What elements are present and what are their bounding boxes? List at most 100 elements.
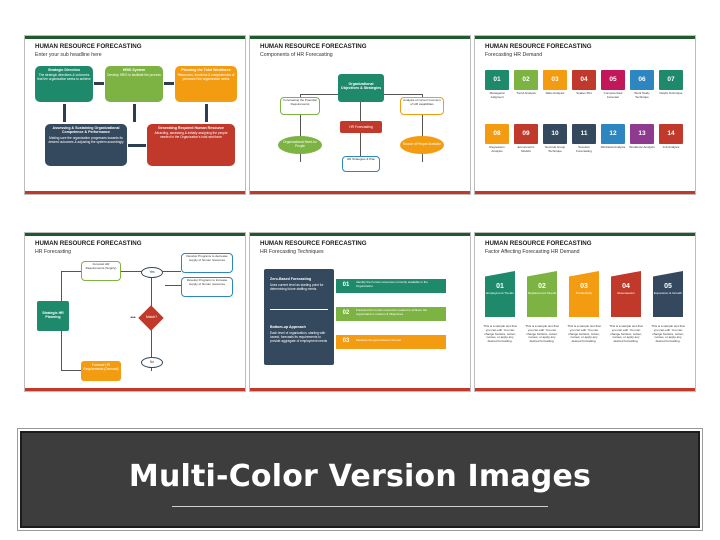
arrow [128, 144, 146, 147]
method-tile: 13 [630, 124, 654, 144]
method-tile: 11 [572, 124, 596, 144]
connector [422, 94, 423, 162]
banner-underline [172, 506, 548, 507]
connector [151, 271, 181, 272]
arrow [133, 104, 136, 122]
slide-title: HUMAN RESOURCE FORECASTING [260, 43, 367, 50]
method-label: Workload Analysis [600, 145, 626, 149]
box-strategic-hr-planning: Strategic HR Planning [37, 301, 69, 331]
factor-label: Employment Trends [486, 291, 514, 295]
slide-title: HUMAN RESOURCE FORECASTING [260, 240, 367, 247]
slide-title: HUMAN RESOURCE FORECASTING [485, 43, 592, 50]
factor-description: This is a sample text that you can edit.… [525, 324, 559, 343]
box-org-objectives: Organizational Objectives & Strategies [338, 74, 384, 102]
box-assessing-competence: Assessing & Sustaining Organizational Co… [45, 124, 127, 166]
slide-thumbnail-2[interactable]: HUMAN RESOURCE FORECASTING Components of… [249, 35, 471, 195]
box-decrease-supply: Develop Programs to decrease supply of h… [181, 253, 233, 273]
box-analysis-inventory: Analysis of current inventory of HR capa… [400, 97, 444, 115]
slide-thumbnail-5[interactable]: HUMAN RESOURCE FORECASTING HR Forecastin… [249, 232, 471, 392]
slide-subtitle: Factor Affecting Forecasting HR Demand [485, 249, 580, 255]
slide-subtitle: Forecasting HR Demand [485, 52, 543, 58]
slide-subtitle: Components of HR Forecasting [260, 52, 333, 58]
method-label: Trend Analysis [516, 91, 536, 95]
method-label: Work Study Technique [634, 91, 650, 99]
method-tile: 10 [543, 124, 567, 144]
connector [360, 98, 361, 170]
method-label: Scatter Plot [576, 91, 592, 95]
factor-description: This is a sample text that you can edit.… [483, 324, 517, 343]
slide-thumbnail-1[interactable]: HUMAN RESOURCE FORECASTING Enter your su… [24, 35, 246, 195]
factor-label: Replacement Needs [527, 291, 557, 295]
connector [61, 271, 97, 272]
method-tile: 14 [659, 124, 683, 144]
method-tile: 12 [601, 124, 625, 144]
technique-item-1: 01 Identify the human resources currentl… [336, 279, 446, 293]
method-tile: 04 [572, 70, 596, 90]
ellipse-no: No [141, 357, 163, 368]
slide-thumbnail-4[interactable]: HUMAN RESOURCE FORECASTING HR Forecastin… [24, 232, 246, 392]
arrow [94, 82, 104, 85]
method-tile: 07 [659, 70, 683, 90]
slide-title: HUMAN RESOURCE FORECASTING [35, 240, 142, 247]
version-banner: Multi-Color Version Images [17, 428, 703, 531]
technique-item-2: 02 Forecast the human resources needed t… [336, 307, 446, 321]
ellipse-source-people: Source of People Available [400, 136, 444, 154]
method-label: Managerial Judgment [489, 91, 505, 99]
method-label: Scenario Forecasting [576, 145, 592, 153]
decision-label: Match? [145, 315, 158, 319]
technique-item-3: 03 Measure the gap between the two [336, 335, 446, 349]
method-label: Ratio Analysis [545, 91, 565, 95]
method-tile: 05 [601, 70, 625, 90]
connector [61, 370, 97, 371]
factor-number: 01 [496, 283, 504, 290]
box-hr-forecasting: HR Forecasting [340, 121, 382, 133]
arrow [205, 104, 208, 122]
method-tile: 08 [485, 124, 509, 144]
banner-title: Multi-Color Version Images [128, 459, 592, 494]
method-tile: 09 [514, 124, 538, 144]
factor-number: 03 [580, 283, 588, 290]
arrow [63, 104, 66, 122]
slide-thumbnail-6[interactable]: HUMAN RESOURCE FORECASTING Factor Affect… [474, 232, 696, 392]
box-forecast-supply: Forecast HR Requirements (Supply) [81, 261, 121, 281]
connector [300, 94, 301, 162]
factor-number: 04 [622, 283, 630, 290]
method-label: Econometric Models [517, 145, 535, 153]
techniques-panel: Zero-Based Forecasting Uses current leve… [264, 269, 334, 365]
method-label: Computerized Forecast [603, 91, 623, 99]
slide-title: HUMAN RESOURCE FORECASTING [485, 240, 592, 247]
slide-subtitle: HR Forecasting Techniques [260, 249, 324, 255]
box-hr-strategies: HR Strategies & Plan [342, 156, 380, 172]
factor-number: 02 [538, 283, 546, 290]
method-tile: 06 [630, 70, 654, 90]
factor-description: This is a sample text that you can edit.… [609, 324, 643, 343]
ellipsis: ••• [130, 315, 136, 321]
connector [121, 271, 151, 272]
method-tile: 03 [543, 70, 567, 90]
connector [165, 285, 181, 286]
factor-label: Productivity [576, 291, 592, 295]
box-forecast-requirements: Forecasting the Potential Requirements [280, 97, 320, 115]
slide-title: HUMAN RESOURCE FORECASTING [35, 43, 142, 50]
method-label: Regression Analysis [489, 145, 505, 153]
method-label: Job Analysis [662, 145, 680, 149]
ellipse-yes: Yes [141, 267, 163, 278]
slide-subtitle: Enter your sub headline here [35, 52, 102, 58]
method-tile: 02 [514, 70, 538, 90]
method-label: Nominal Group Technique [544, 145, 566, 153]
box-increase-supply: Develop Programs to increase supply of h… [181, 277, 233, 297]
factor-description: This is a sample text that you can edit.… [567, 324, 601, 343]
factor-description: This is a sample text that you can edit.… [651, 324, 685, 343]
slide-thumbnail-3[interactable]: HUMAN RESOURCE FORECASTING Forecasting H… [474, 35, 696, 195]
method-tile: 01 [485, 70, 509, 90]
box-forecast-demand: Forecast HR Requirements (Demand) [81, 361, 121, 381]
